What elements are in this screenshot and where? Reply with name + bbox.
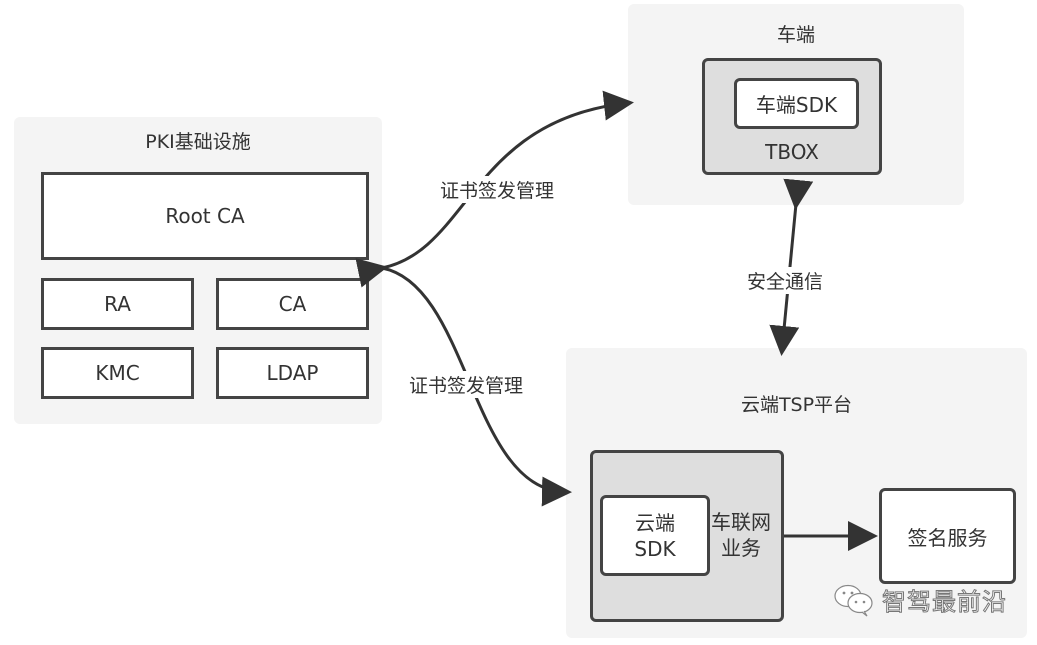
ldap-label: LDAP [266,361,319,385]
watermark-text: 智驾最前沿 [882,588,1007,617]
kmc-box[interactable]: KMC [41,347,194,399]
cloud-group-title: 云端TSP平台 [740,394,853,416]
ca-box[interactable]: CA [216,278,369,330]
root-ca-box[interactable]: Root CA [41,172,369,260]
kmc-label: KMC [95,361,140,385]
iov-business-label-line1: 车联网 [711,510,771,534]
ldap-box[interactable]: LDAP [216,347,369,399]
wechat-icon [834,584,873,616]
signing-service-box[interactable]: 签名服务 [879,488,1016,584]
cloud-sdk-label-line2: SDK [634,536,676,561]
root-ca-label: Root CA [165,204,245,228]
cloud-sdk-box[interactable]: 云端 SDK [600,495,710,576]
pki-group-title: PKI基础设施 [145,131,251,153]
ca-label: CA [278,292,307,316]
ra-label: RA [104,292,131,316]
tbox-label: TBOX [765,140,819,164]
cert-mgmt-bottom-label: 证书签发管理 [409,371,524,398]
iov-business-label-line2: 业务 [721,536,761,560]
cert-mgmt-top-label: 证书签发管理 [440,176,555,203]
cloud-sdk-label-line1: 云端 [635,510,675,535]
vehicle-group-title: 车端 [776,24,815,46]
vehicle-sdk-label: 车端SDK [755,93,838,117]
signing-service-label: 签名服务 [907,525,988,550]
vehicle-sdk-box[interactable]: 车端SDK [734,78,859,129]
watermark: 智驾最前沿 [832,582,1007,617]
secure-comm-label: 安全通信 [747,267,824,294]
iov-business-label: 车联网 业务 [711,509,771,561]
ra-box[interactable]: RA [41,278,194,330]
